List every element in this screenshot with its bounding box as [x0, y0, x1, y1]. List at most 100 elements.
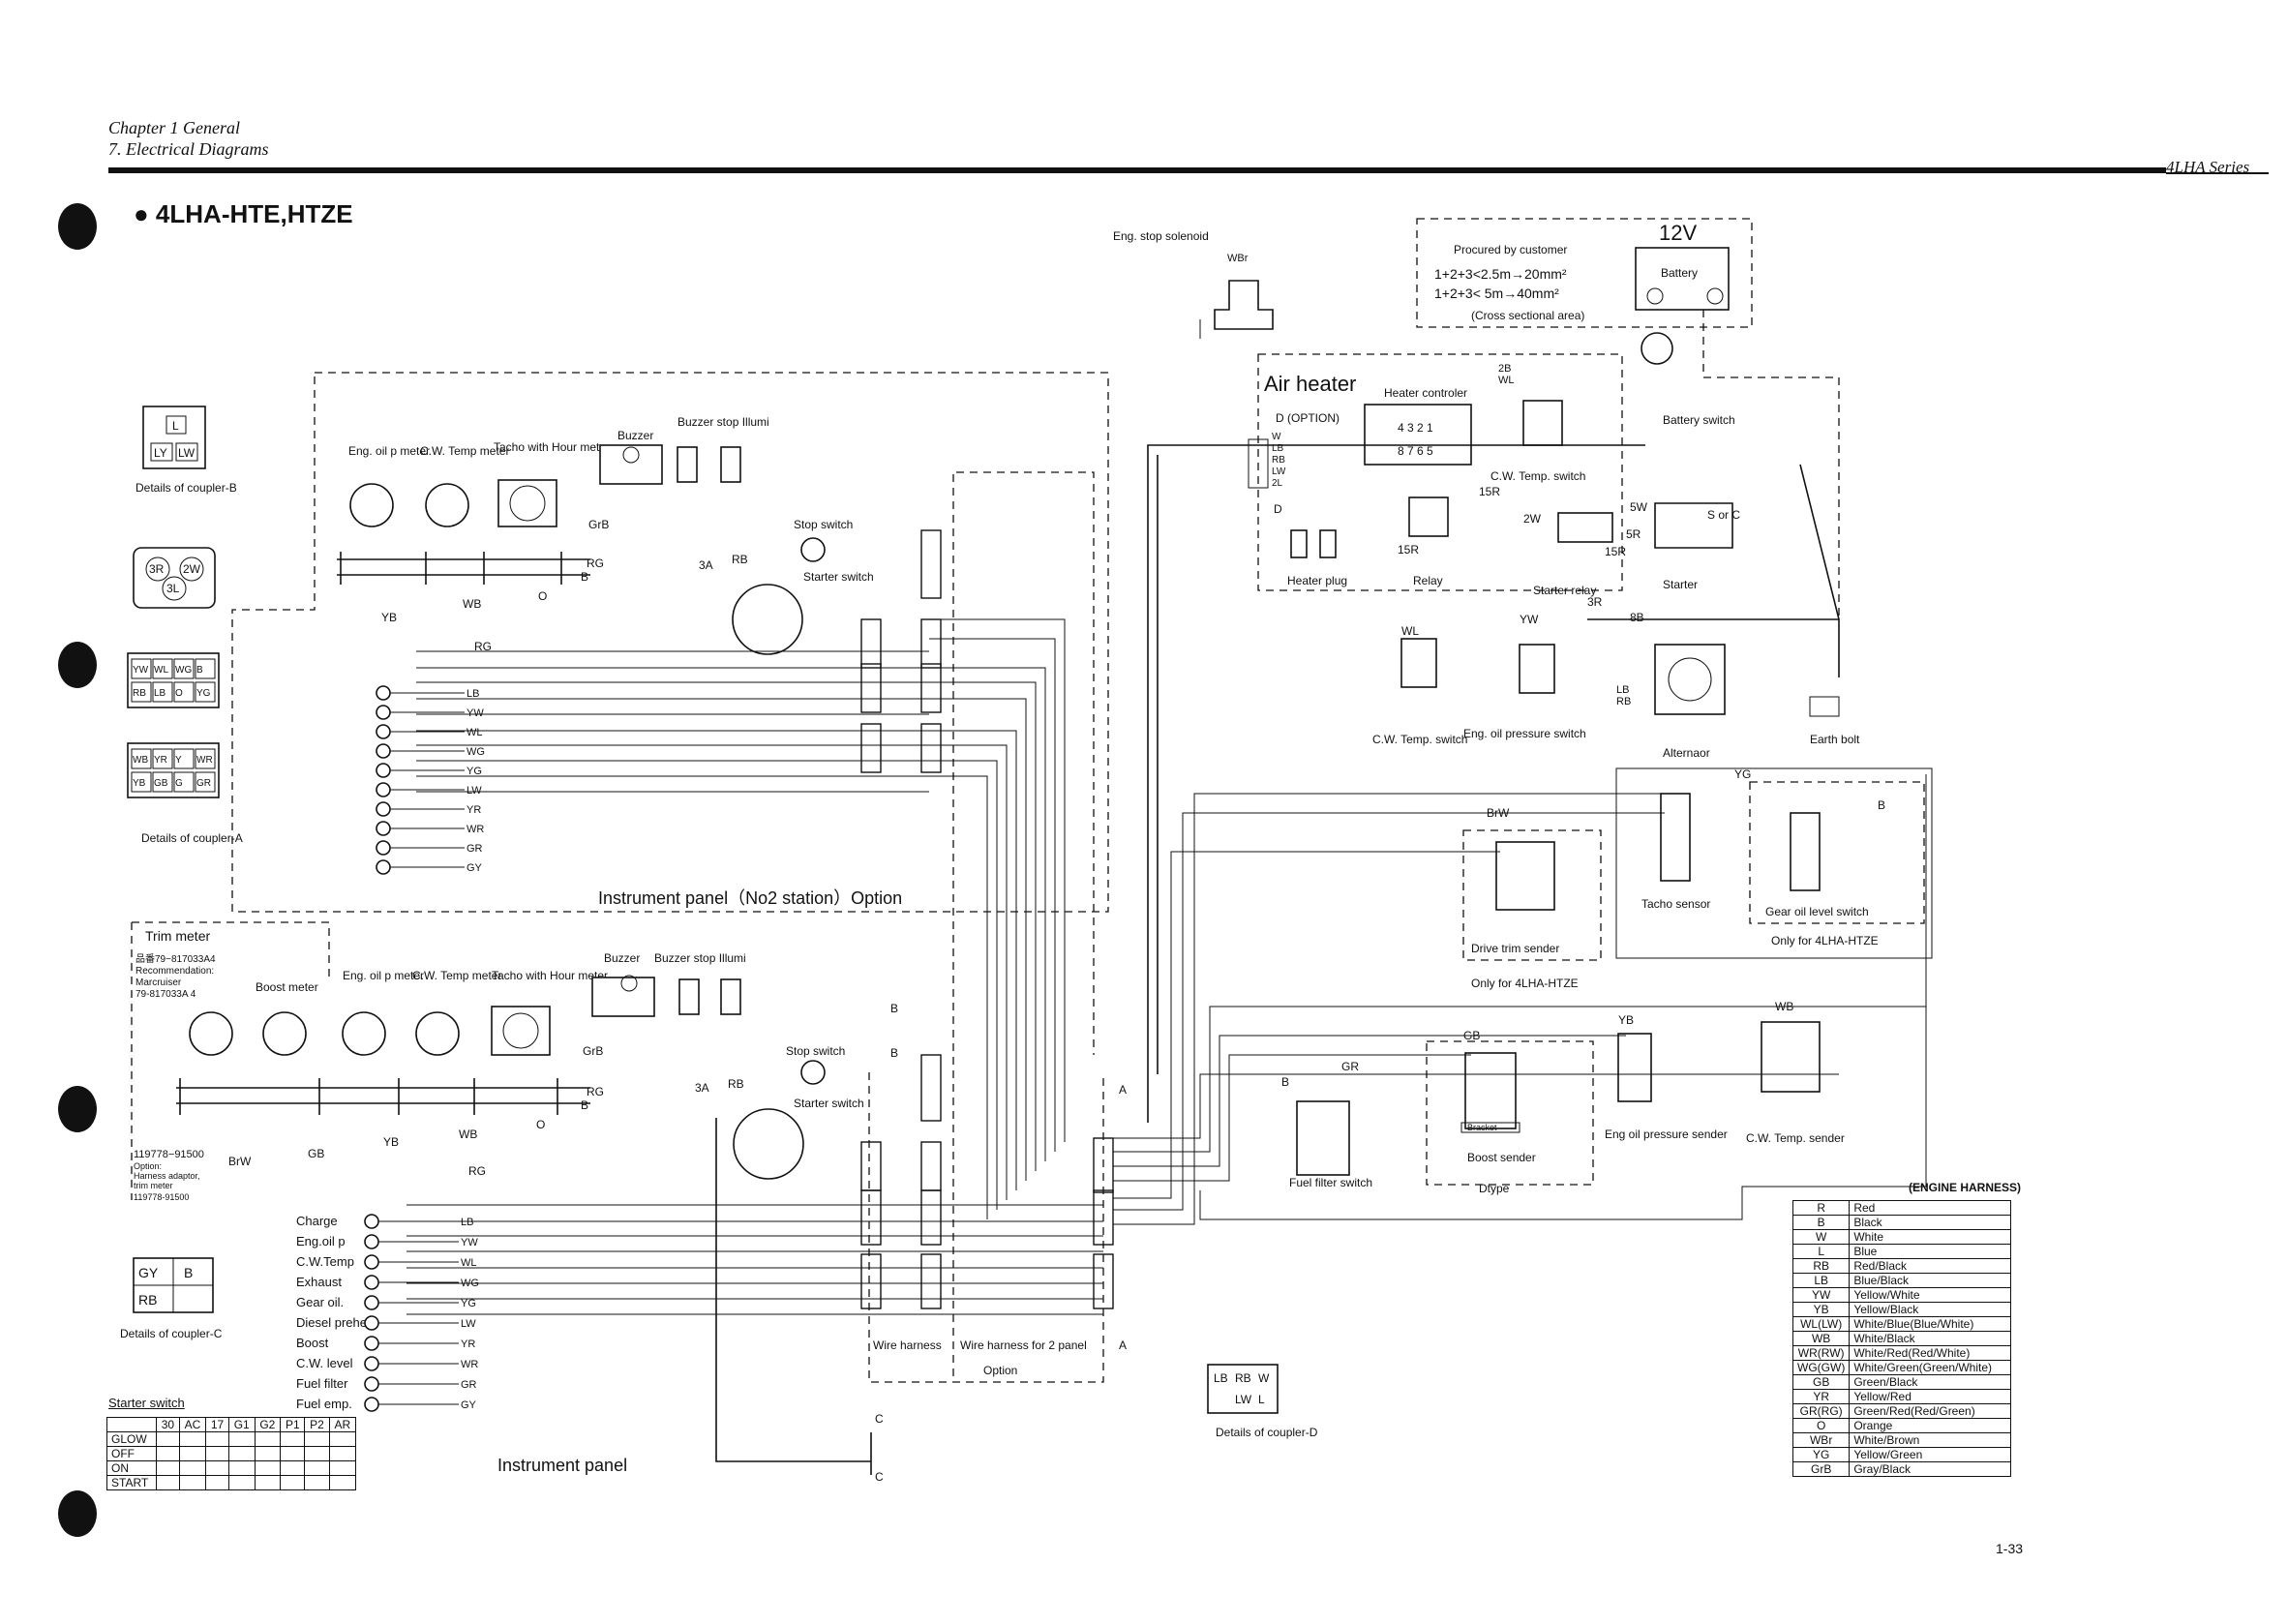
svg-text:2L: 2L: [1272, 478, 1283, 489]
wire-code: WG: [467, 746, 485, 758]
svg-text:Starter: Starter: [1663, 578, 1698, 591]
coupler-a-label: WR: [196, 755, 213, 766]
svg-text:12V: 12V: [1659, 221, 1697, 245]
svg-text:WBr: WBr: [1227, 253, 1249, 264]
svg-text:3A: 3A: [695, 1081, 709, 1095]
wire-code: YG: [467, 766, 482, 777]
coupler-a-caption: Details of coupler-A: [141, 831, 243, 845]
indicator-lamp: [364, 1356, 379, 1371]
legend-code: WG(GW): [1791, 1360, 1851, 1375]
indicator-lamp: [376, 801, 391, 817]
lamp-label: Diesel preheat: [296, 1315, 377, 1330]
legend-code: YG: [1791, 1447, 1851, 1462]
wire-code: WR: [461, 1359, 478, 1370]
legend-row: WR(RW)White/Red(Red/White): [1791, 1345, 2011, 1361]
coupler-a-pin: [131, 771, 152, 793]
svg-text:4 3 2 1: 4 3 2 1: [1398, 421, 1433, 435]
svg-text:LB: LB: [1616, 684, 1629, 696]
legend-code: GB: [1791, 1374, 1851, 1390]
lamp-label: C.W. level: [296, 1356, 353, 1370]
coupler-a-label: YW: [133, 665, 149, 676]
svg-text:C.W. Temp. switch: C.W. Temp. switch: [1372, 733, 1467, 746]
indicator-lamp: [376, 840, 391, 856]
binding-hole: [58, 203, 97, 250]
engine-side: Eng. stop solenoid WBr Procured by custo…: [1113, 218, 1933, 1439]
coupler-a-label: B: [196, 665, 203, 676]
coupler-a-label: G: [175, 778, 183, 789]
wire-code: YG: [461, 1298, 476, 1309]
coupler-a-label: LB: [154, 688, 166, 699]
svg-text:5R: 5R: [1626, 527, 1641, 541]
wire-code: WL: [461, 1257, 477, 1269]
svg-text:Starter switch: Starter switch: [794, 1097, 864, 1110]
legend-color: Green/Black: [1849, 1374, 2011, 1390]
coupler-b-cell: LY: [154, 446, 167, 460]
svg-text:Eng. oil p meter: Eng. oil p meter: [343, 969, 424, 982]
svg-text:RB: RB: [1235, 1371, 1251, 1385]
wire-code: WL: [467, 727, 483, 738]
svg-text:Bracket: Bracket: [1467, 1123, 1497, 1132]
svg-text:C.W. Temp. sender: C.W. Temp. sender: [1746, 1131, 1845, 1145]
binding-hole: [58, 1086, 97, 1132]
svg-text:YB: YB: [381, 611, 397, 624]
starter-position: ON: [106, 1460, 157, 1476]
svg-text:D: D: [1274, 502, 1282, 516]
legend-color: Yellow/Green: [1849, 1447, 2011, 1462]
svg-text:3L: 3L: [166, 582, 180, 595]
indicator-lamp: [376, 821, 391, 836]
svg-text:C.W. Temp meter: C.W. Temp meter: [412, 969, 501, 982]
starter-position: OFF: [106, 1446, 157, 1461]
svg-text:Wire harness: Wire harness: [873, 1338, 942, 1352]
svg-text:O: O: [538, 589, 547, 603]
indicator-lamp: [364, 1376, 379, 1392]
svg-text:119778-91500: 119778-91500: [134, 1192, 189, 1202]
svg-text:D (OPTION): D (OPTION): [1276, 411, 1340, 425]
panel-bottom-caption: Instrument panel: [497, 1456, 627, 1475]
wire-code: LB: [461, 1217, 473, 1228]
svg-text:Starter switch: Starter switch: [803, 570, 874, 584]
legend-color: Blue/Black: [1849, 1273, 2011, 1288]
coupler-a-label: YR: [154, 755, 167, 766]
indicator-lamp: [364, 1315, 379, 1331]
legend-color: Gray/Black: [1849, 1461, 2011, 1477]
coupler-a-label: RB: [133, 688, 146, 699]
svg-text:B: B: [1281, 1075, 1289, 1089]
indicator-lamp: [376, 763, 391, 778]
coupler-a-pin: [195, 748, 216, 769]
indicator-lamp: [364, 1234, 379, 1249]
svg-text:RG: RG: [587, 1085, 604, 1098]
svg-text:Eng oil pressure sender: Eng oil pressure sender: [1605, 1128, 1728, 1141]
wire-code: GY: [467, 862, 483, 874]
svg-text:Tacho with Hour meter: Tacho with Hour meter: [494, 440, 610, 454]
legend-color: Yellow/Black: [1849, 1302, 2011, 1317]
svg-text:2B: 2B: [1498, 363, 1511, 375]
trim-meter-label: Trim meter: [145, 928, 210, 944]
svg-text:Eng. oil pressure switch: Eng. oil pressure switch: [1463, 727, 1586, 740]
svg-text:LB: LB: [1214, 1371, 1228, 1385]
svg-text:Earth bolt: Earth bolt: [1810, 733, 1860, 746]
coupler-a-label: WB: [133, 755, 148, 766]
svg-text:Heater plug: Heater plug: [1287, 574, 1347, 587]
svg-text:B: B: [581, 1098, 588, 1112]
indicator-lamp: [364, 1295, 379, 1310]
svg-text:Procured by customer: Procured by customer: [1454, 243, 1567, 256]
svg-text:Option:: Option:: [134, 1161, 162, 1171]
starter-column: G1: [227, 1417, 256, 1432]
indicator-lamp: [376, 743, 391, 759]
svg-text:WB: WB: [463, 597, 481, 611]
coupler-a-pin: [152, 681, 173, 703]
lamp-label: Boost: [296, 1336, 329, 1350]
coupler-a-pin: [131, 748, 152, 769]
coupler-a-pin: [152, 748, 173, 769]
svg-text:C: C: [875, 1412, 884, 1426]
legend-color: Red/Black: [1849, 1258, 2011, 1274]
svg-text:GrB: GrB: [583, 1044, 603, 1058]
svg-text:BrW: BrW: [228, 1155, 252, 1168]
